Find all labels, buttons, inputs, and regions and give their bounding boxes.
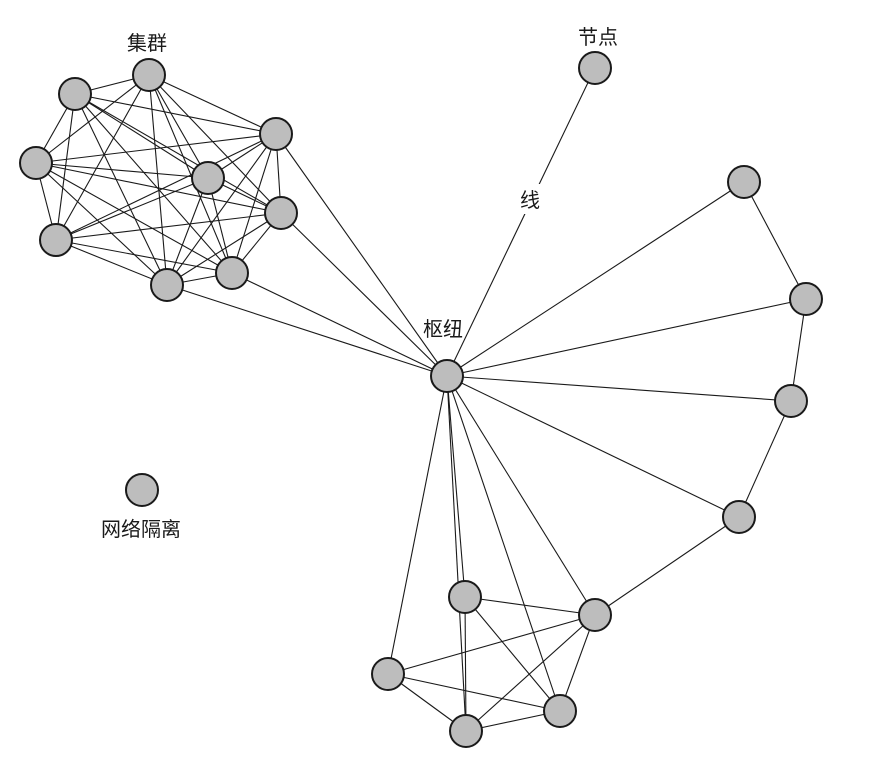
edge-line: [790, 298, 807, 402]
edge-line: [275, 133, 448, 377]
hub-label: 枢纽: [423, 317, 463, 341]
edge-line: [594, 516, 740, 616]
edges-layer: [35, 67, 807, 732]
isolate-label: 网络隔离: [101, 517, 181, 541]
edge-line: [387, 614, 596, 675]
edge-line: [55, 133, 277, 241]
edge-line: [387, 673, 561, 712]
peripheral-node: [578, 51, 612, 85]
edge-line: [465, 614, 596, 732]
cluster-node: [150, 268, 184, 302]
edge-line: [74, 93, 282, 214]
edge-line: [55, 239, 168, 286]
edge-line: [387, 375, 448, 675]
edge-line: [446, 298, 807, 377]
edge-line: [446, 375, 792, 402]
edge-line: [148, 74, 209, 179]
edge-line: [231, 133, 277, 274]
isolate-node: [125, 473, 159, 507]
edge-line: [35, 74, 150, 164]
edge-line: [148, 74, 233, 274]
edge-line: [55, 74, 150, 241]
bottom-group-node: [371, 657, 405, 691]
edge-line: [35, 162, 282, 214]
edge-line: [446, 375, 466, 598]
edge-line: [166, 212, 282, 286]
cluster-node: [58, 77, 92, 111]
edge-line: [464, 596, 596, 616]
edge-line: [446, 181, 745, 377]
nodes-layer: [19, 51, 823, 748]
edge-line: [55, 177, 209, 241]
cluster-node: [19, 146, 53, 180]
edge-line: [446, 375, 596, 616]
cluster-node: [39, 223, 73, 257]
edge-line: [446, 67, 596, 377]
edge-line: [166, 133, 277, 286]
edge-line: [55, 212, 282, 241]
edge-line: [464, 596, 467, 732]
cluster-node: [259, 117, 293, 151]
bottom-group-node: [449, 714, 483, 748]
edge-line: [148, 74, 168, 286]
edge-line: [35, 133, 277, 164]
edge-line: [35, 162, 168, 286]
chain-node: [774, 384, 808, 418]
edge-label-background: [515, 184, 545, 214]
cluster-node: [215, 256, 249, 290]
bottom-group-node: [448, 580, 482, 614]
chain-node: [722, 500, 756, 534]
edge-line: [559, 614, 596, 712]
bottom-group-node: [543, 694, 577, 728]
chain-node: [789, 282, 823, 316]
edge-line: [743, 181, 807, 300]
edge-line: [74, 93, 277, 135]
edge-line: [148, 74, 282, 214]
cluster-node: [191, 161, 225, 195]
edge-line: [74, 93, 168, 286]
edge-line: [148, 74, 277, 135]
labels-layer: 集群 节点 线 枢纽 网络隔离: [101, 25, 618, 541]
edge-label: 线: [520, 188, 540, 212]
edge-line: [738, 400, 792, 518]
edge-line: [231, 272, 448, 377]
edge-line: [35, 162, 209, 179]
edge-line: [35, 162, 233, 274]
edge-line: [446, 375, 740, 518]
chain-node: [727, 165, 761, 199]
bottom-group-node: [578, 598, 612, 632]
edge-line: [55, 239, 233, 274]
edge-line: [166, 177, 209, 286]
node-label: 节点: [578, 25, 618, 49]
edge-line: [280, 212, 448, 377]
edge-line: [446, 375, 467, 732]
cluster-label: 集群: [127, 31, 167, 55]
cluster-node: [264, 196, 298, 230]
edge-line: [74, 93, 233, 274]
cluster-node: [132, 58, 166, 92]
edge-line: [464, 596, 561, 712]
edge-line: [446, 375, 561, 712]
edge-line: [166, 284, 448, 377]
hub-node: [430, 359, 464, 393]
edge-line: [55, 93, 76, 241]
